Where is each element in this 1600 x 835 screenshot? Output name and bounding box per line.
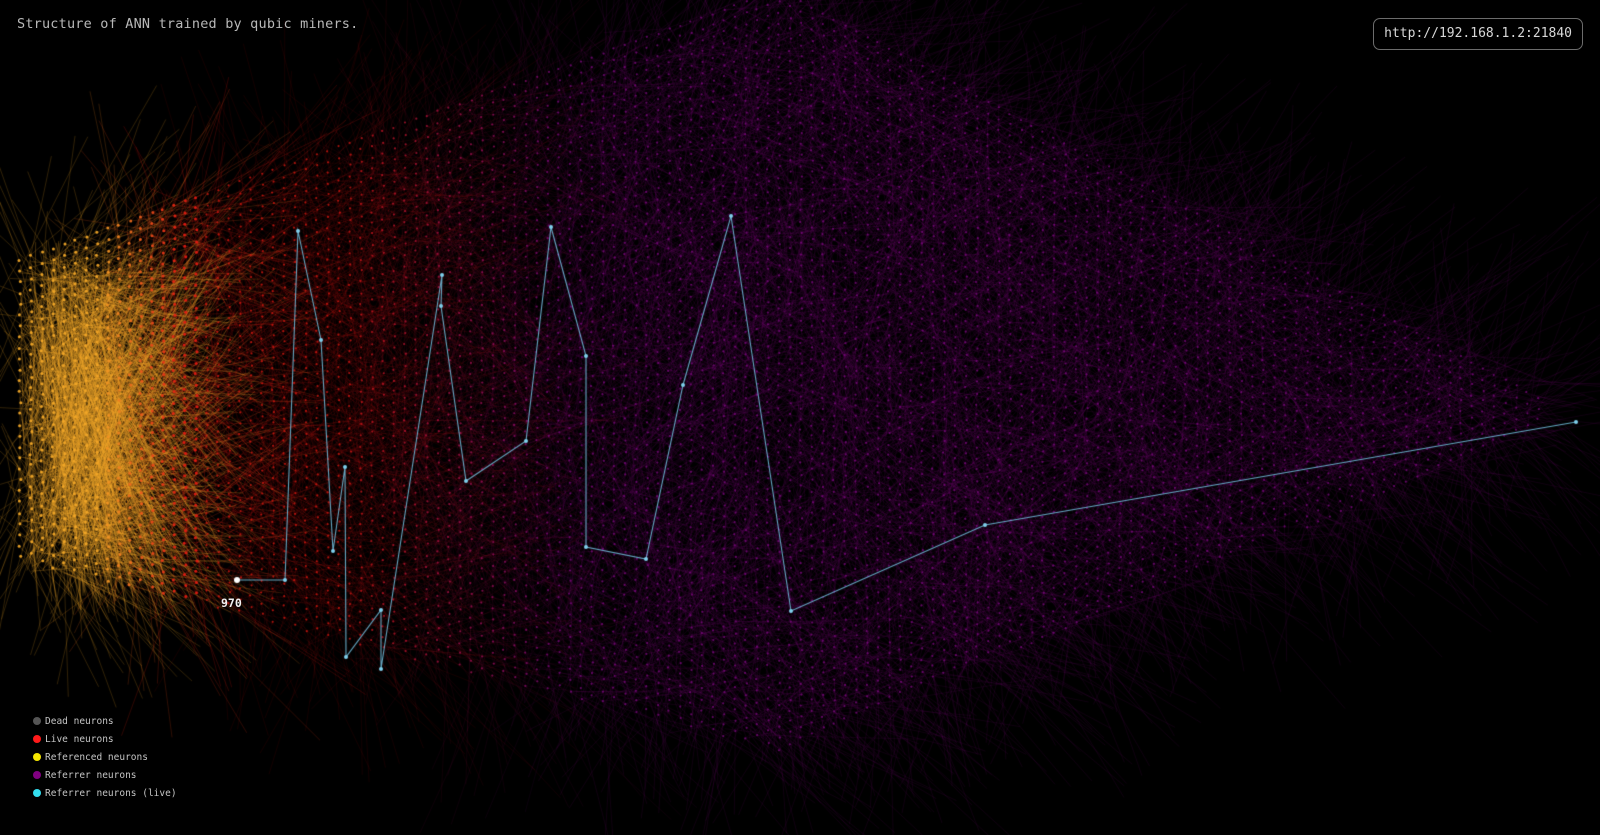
- page-title: Structure of ANN trained by qubic miners…: [17, 16, 359, 32]
- legend: Dead neurons Live neurons Referenced neu…: [33, 712, 177, 802]
- legend-label: Referrer neurons (live): [45, 787, 177, 799]
- cyan-dot-icon: [33, 789, 41, 797]
- legend-item-dead: Dead neurons: [33, 712, 177, 730]
- legend-label: Live neurons: [45, 733, 114, 745]
- highlighted-neuron-label: 970: [221, 596, 242, 610]
- legend-item-live: Live neurons: [33, 730, 177, 748]
- legend-item-referrer-live: Referrer neurons (live): [33, 784, 177, 802]
- red-dot-icon: [33, 735, 41, 743]
- legend-item-referenced: Referenced neurons: [33, 748, 177, 766]
- legend-label: Dead neurons: [45, 715, 114, 727]
- legend-item-referrer: Referrer neurons: [33, 766, 177, 784]
- legend-label: Referrer neurons: [45, 769, 137, 781]
- purple-dot-icon: [33, 771, 41, 779]
- server-url-button[interactable]: http://192.168.1.2:21840: [1373, 18, 1583, 50]
- yellow-dot-icon: [33, 753, 41, 761]
- legend-label: Referenced neurons: [45, 751, 148, 763]
- gray-dot-icon: [33, 717, 41, 725]
